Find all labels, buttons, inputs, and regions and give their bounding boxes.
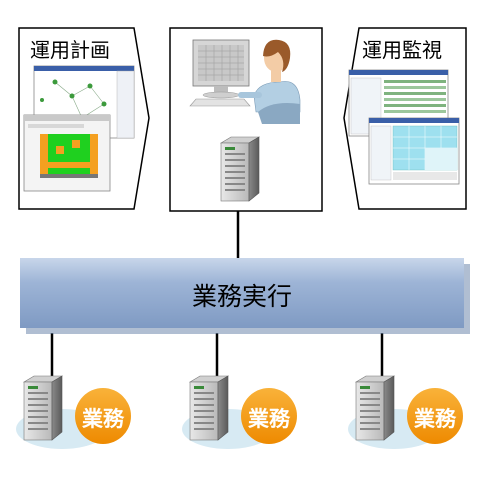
operation-planning-panel	[18, 27, 150, 210]
monitoring-screenshot	[348, 69, 460, 185]
computer-monitor-icon	[189, 39, 251, 107]
schedule-grid-screenshot	[23, 114, 111, 192]
center-server-icon	[220, 136, 260, 202]
node-2-badge-label: 業務	[248, 407, 290, 431]
business-execution-bus	[20, 258, 470, 334]
operator-person-icon	[238, 39, 301, 124]
node-1-badge-circle	[75, 388, 131, 444]
operator-panel	[169, 27, 323, 212]
operation-monitoring-panel	[343, 27, 467, 210]
node-3-badge-circle	[407, 388, 463, 444]
left-panel-title: 運用計画	[30, 38, 110, 62]
right-panel-title: 運用監視	[362, 38, 442, 62]
node-1-badge-label: 業務	[82, 407, 124, 431]
node-3-badge-label: 業務	[414, 407, 456, 431]
node-2-badge-circle	[241, 388, 297, 444]
bus-label: 業務実行	[191, 282, 292, 311]
